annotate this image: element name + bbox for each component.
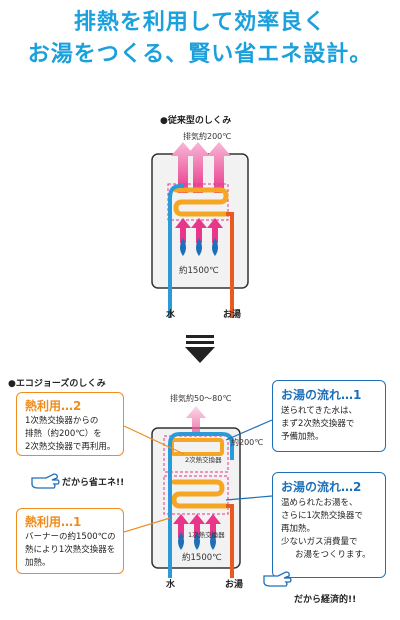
flow-2-line: お湯をつくります。 [295, 550, 371, 560]
economy-note: だから経済的!! [294, 595, 357, 605]
flow-1-title: お湯の流れ…1 [281, 388, 362, 402]
title-line-2: お湯をつくる、賢い省エネ設計。 [27, 42, 373, 67]
heat-use-1-line: 熱により1次熱交換器を [25, 545, 116, 555]
pointing-hand-icon [263, 571, 292, 587]
flow-1-callout: お湯の流れ…1 送られてきた水は、 まず2次熱交換器で 予備加熱。 [272, 380, 386, 452]
flow-2-callout: お湯の流れ…2 温められたお湯を、 さらに1次熱交換器で 再加熱。 少ないガス消… [272, 472, 386, 578]
heat-arrows [175, 218, 223, 243]
burner-flames [180, 238, 218, 256]
heat-use-1-line: バーナーの約1500℃の [25, 532, 116, 542]
hot-water-pipe [226, 504, 234, 578]
flow-1-line: 予備加熱。 [281, 432, 324, 442]
eco-exhaust-label: 排気約50～80℃ [170, 394, 232, 403]
eco-water-label: 水 [166, 580, 176, 590]
flow-2-line: 少ないガス消費量で [281, 537, 358, 547]
heat-use-2-text: 1次熱交換器からの 排熱（約200℃）を 2次熱交換器で再利用。 [25, 415, 115, 454]
primary-heat-exchanger [171, 479, 229, 509]
primary-heat-exchanger [173, 187, 229, 217]
conventional-exhaust-label: 排気約200℃ [183, 132, 232, 141]
heat-use-1-callout: 熱利用…1 バーナーの約1500℃の 熱により1次熱交換器を 加熱。 [16, 508, 124, 574]
down-arrow-icon [185, 335, 215, 363]
cold-water-pipe [168, 432, 234, 578]
heat-use-1-title: 熱利用…1 [25, 515, 82, 529]
flow-2-line: 温められたお湯を、 [281, 498, 358, 508]
flow-2-text: 温められたお湯を、 さらに1次熱交換器で 再加熱。 少ないガス消費量で お湯をつ… [281, 497, 371, 562]
exhaust-arrows [171, 142, 231, 193]
hot-water-pipe [226, 212, 234, 318]
conventional-flame-temp: 約1500℃ [179, 266, 219, 276]
eco-heater-diagram [151, 406, 241, 578]
heat-use-2-callout: 熱利用…2 1次熱交換器からの 排熱（約200℃）を 2次熱交換器で再利用。 [16, 392, 124, 456]
heat-use-2-line: 排熱（約200℃）を [25, 429, 102, 439]
flow-1-text: 送られてきた水は、 まず2次熱交換器で 予備加熱。 [281, 405, 357, 444]
heat-use-2-line: 2次熱交換器で再利用。 [25, 442, 116, 452]
primary-hx-label: 1次熱交換器 [188, 531, 225, 539]
burner-flames [178, 532, 216, 550]
secondary-hx-label: 2次熱交換器 [185, 456, 222, 464]
flow-1-line: まず2次熱交換器で [281, 419, 355, 429]
heat-use-2-line: 1次熱交換器からの [25, 416, 99, 426]
flow-2-line: さらに1次熱交換器で [281, 511, 363, 521]
conventional-hot-water-label: お湯 [223, 310, 242, 320]
exhaust-arrows [186, 406, 206, 436]
flow-1-line: 送られてきた水は、 [281, 406, 357, 416]
conventional-heater-diagram [151, 142, 249, 318]
heat-use-1-line: 加熱。 [25, 558, 51, 568]
flow-2-line: 再加熱。 [281, 524, 316, 534]
saving-note: だから省エネ!! [62, 478, 125, 488]
conventional-heading: ●従来型のしくみ [160, 116, 232, 126]
heat-use-2-title: 熱利用…2 [25, 399, 82, 413]
title-line-1: 排熱を利用して効率良く [73, 10, 327, 35]
cold-water-pipe [168, 184, 184, 318]
flow-2-title: お湯の流れ…2 [281, 480, 362, 494]
pointing-hand-icon [31, 473, 60, 489]
conventional-water-label: 水 [166, 310, 176, 320]
eco-hot-water-label: お湯 [225, 580, 244, 590]
eco-heading: ●エコジョーズのしくみ [8, 379, 106, 389]
eco-temp-mid: 約200℃ [231, 438, 264, 447]
eco-flame-temp: 約1500℃ [182, 553, 222, 563]
heat-arrows [173, 514, 221, 538]
heat-use-1-text: バーナーの約1500℃の 熱により1次熱交換器を 加熱。 [25, 531, 116, 570]
